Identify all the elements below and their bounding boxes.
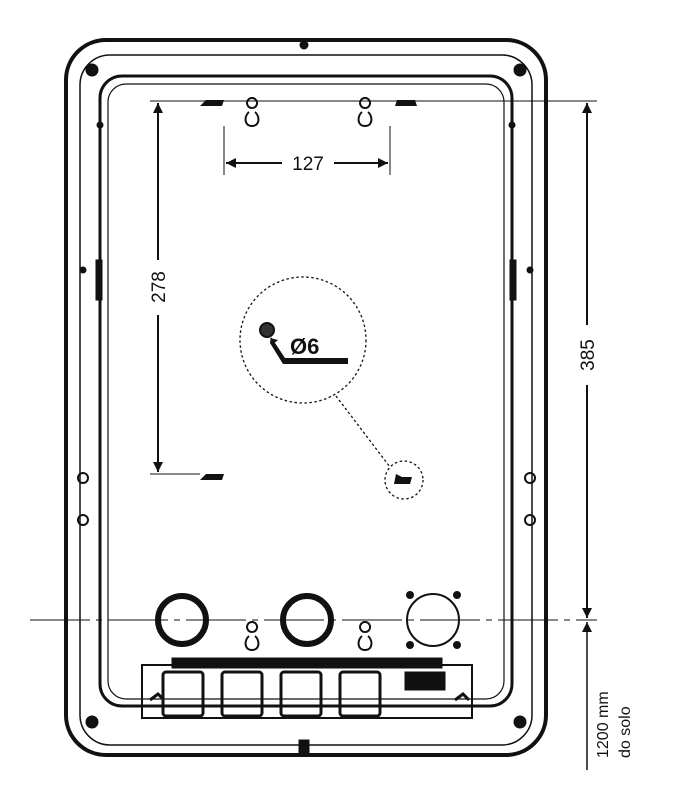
dimension-127: 127 [226,154,388,175]
hole-diameter-label: Ø6 [290,334,319,359]
dimension-278: 278 [149,103,170,472]
keyhole-bottom-left [244,621,260,651]
floor-height-label: 1200 mm [595,691,612,758]
dimension-385: 385 [578,103,599,618]
floor-height-suffix: do solo [617,706,634,758]
hole-detail-callout: Ø6 [239,276,424,500]
keyhole-top-left [244,97,260,127]
keyhole-bottom-right [357,621,373,651]
terminal-block [141,657,473,719]
keyhole-top-right [357,97,373,127]
floor-height-dimension: 1200 mm do solo [582,622,634,770]
device-outline [64,38,548,757]
dimension-127-label: 127 [292,154,324,175]
dimension-278-label: 278 [149,271,170,303]
dimension-385-label: 385 [578,339,599,371]
